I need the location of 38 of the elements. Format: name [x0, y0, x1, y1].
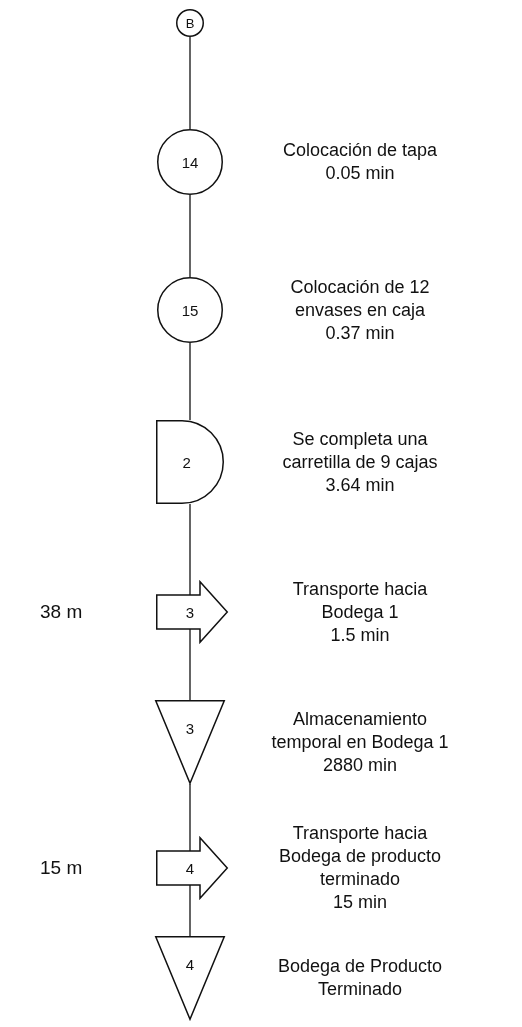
- connector-line: [189, 503, 191, 596]
- step-number: 3: [185, 719, 195, 737]
- connector-line: [189, 36, 191, 130]
- storage-triangle: [155, 700, 225, 784]
- step-description: Transporte hacia Bodega de producto terminado: [277, 822, 443, 891]
- connector-line: [189, 342, 191, 421]
- distance-label: 15 m: [40, 857, 83, 879]
- step-number: 3: [185, 603, 195, 621]
- step-description: 15 min: [332, 891, 388, 914]
- step-description: Se completa una carretilla de 9 cajas: [281, 427, 439, 474]
- connector-circle: [176, 9, 204, 37]
- transport-arrow: [156, 837, 228, 899]
- delay-symbol: [156, 420, 224, 504]
- step-description: Bodega de Producto Terminado: [276, 955, 444, 1001]
- transport-arrow: [156, 581, 228, 643]
- step-number: 14: [181, 153, 199, 171]
- step-description: 3.64 min: [324, 473, 396, 497]
- storage-triangle: [155, 936, 225, 1020]
- step-description: 1.5 min: [329, 623, 391, 647]
- step-number: B: [185, 15, 195, 31]
- step-number: 15: [181, 301, 199, 319]
- connector-line: [189, 194, 191, 278]
- step-description: 2880 min: [321, 753, 399, 777]
- step-description: Colocación de tapa: [281, 139, 439, 162]
- connector-line: [189, 628, 191, 701]
- step-description: Colocación de 12 envases en caja: [289, 275, 431, 322]
- operation-circle: [157, 129, 223, 195]
- step-description: 0.37 min: [324, 321, 396, 345]
- connector-line: [189, 783, 191, 852]
- step-number: 4: [185, 859, 195, 877]
- operation-circle: [157, 277, 223, 343]
- step-description: Transporte hacia Bodega 1: [291, 577, 429, 624]
- step-number: 2: [182, 453, 191, 471]
- step-description: Almacenamiento temporal en Bodega 1: [270, 707, 450, 754]
- step-description: 0.05 min: [324, 162, 396, 185]
- connector-line: [189, 884, 191, 937]
- step-number: 4: [185, 955, 195, 973]
- distance-label: 38 m: [40, 601, 83, 623]
